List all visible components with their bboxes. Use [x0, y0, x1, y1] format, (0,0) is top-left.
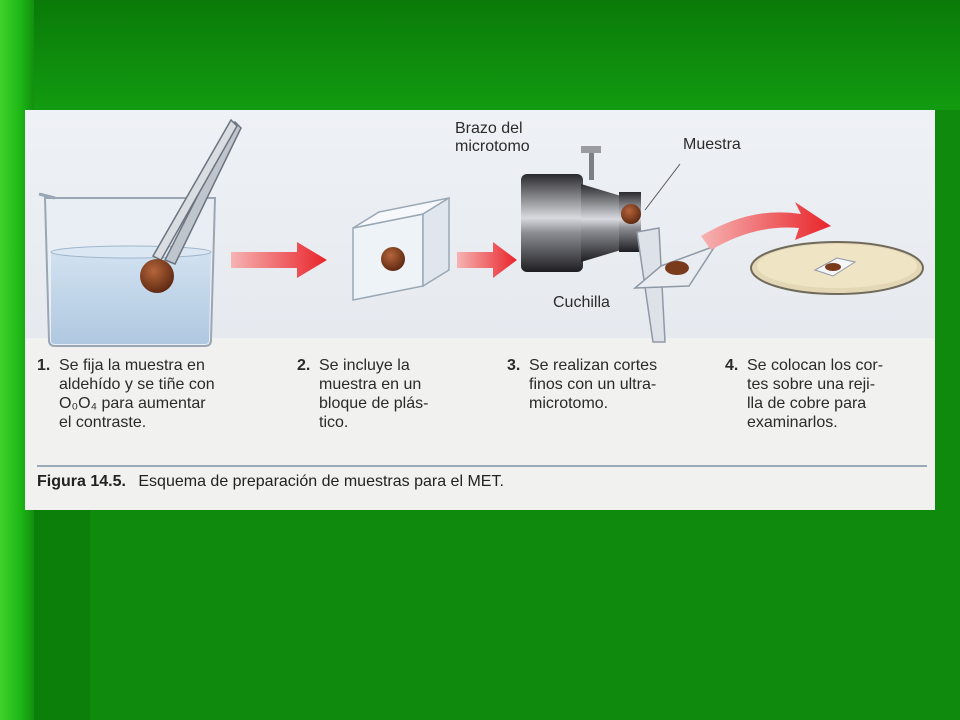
copper-grid-icon	[750, 241, 924, 295]
step-4: 4. Se colocan los cor- tes sobre una rej…	[725, 356, 930, 448]
step-line: tes sobre una reji-	[747, 376, 876, 393]
label-microtome-arm: Brazo del microtomo	[455, 120, 530, 156]
slide-background-top	[0, 0, 960, 110]
arrow-right-icon	[231, 242, 327, 278]
figure-caption: Figura 14.5. Esquema de preparación de m…	[37, 465, 927, 491]
step-line: bloque de plás-	[319, 395, 429, 412]
step-text: Se fija la muestra en aldehído y se tiñe…	[59, 356, 215, 432]
illustration-svg	[38, 118, 924, 347]
curved-arrow-icon	[701, 202, 831, 250]
step-number: 2.	[297, 357, 311, 374]
label-knife: Cuchilla	[553, 294, 610, 311]
step-line: microtomo.	[529, 395, 609, 412]
step-line: muestra en un	[319, 376, 422, 393]
section-icon	[632, 244, 717, 289]
step-2: 2. Se incluye la muestra en un bloque de…	[297, 356, 477, 448]
step-line: lla de cobre para	[747, 395, 867, 412]
step-text: Se incluye la muestra en un bloque de pl…	[319, 356, 428, 432]
label-line: Brazo del	[455, 120, 523, 137]
step-line: Se colocan los cor-	[747, 357, 884, 374]
step-line: examinarlos.	[747, 414, 838, 431]
arrow-right-icon	[457, 242, 517, 278]
step-line: Se fija la muestra en	[59, 357, 205, 374]
step-number: 3.	[507, 357, 521, 374]
step-line: Se incluye la	[319, 357, 410, 374]
step-line: finos con un ultra-	[529, 376, 657, 393]
step-line: tico.	[319, 414, 349, 431]
figure-scan: Brazo del microtomo Muestra Cuchilla 1. …	[25, 110, 935, 510]
tweezers-icon	[151, 118, 242, 265]
step-line: Se realizan cortes	[529, 357, 658, 374]
caption-label: Figura 14.5.	[37, 473, 126, 490]
step-line: aldehído y se tiñe con	[59, 376, 215, 393]
step-line: O₀O₄ para aumentar	[59, 395, 206, 412]
label-line: microtomo	[455, 138, 530, 155]
step-text: Se colocan los cor- tes sobre una reji- …	[747, 356, 883, 432]
plastic-block-icon	[352, 196, 450, 301]
step-1: 1. Se fija la muestra en aldehído y se t…	[37, 356, 257, 448]
step-text: Se realizan cortes finos con un ultra- m…	[529, 356, 657, 413]
slide-left-stripe-dark	[34, 505, 90, 720]
step-3: 3. Se realizan cortes finos con un ultra…	[507, 356, 707, 448]
step-number: 4.	[725, 357, 739, 374]
sample-leader-line	[644, 163, 681, 211]
caption-text: Esquema de preparación de muestras para …	[138, 473, 504, 490]
step-line: el contraste.	[59, 414, 147, 431]
label-sample: Muestra	[683, 136, 741, 153]
sample-sphere-icon	[140, 259, 174, 293]
step-number: 1.	[37, 357, 51, 374]
microtome-arm-icon	[521, 146, 641, 272]
